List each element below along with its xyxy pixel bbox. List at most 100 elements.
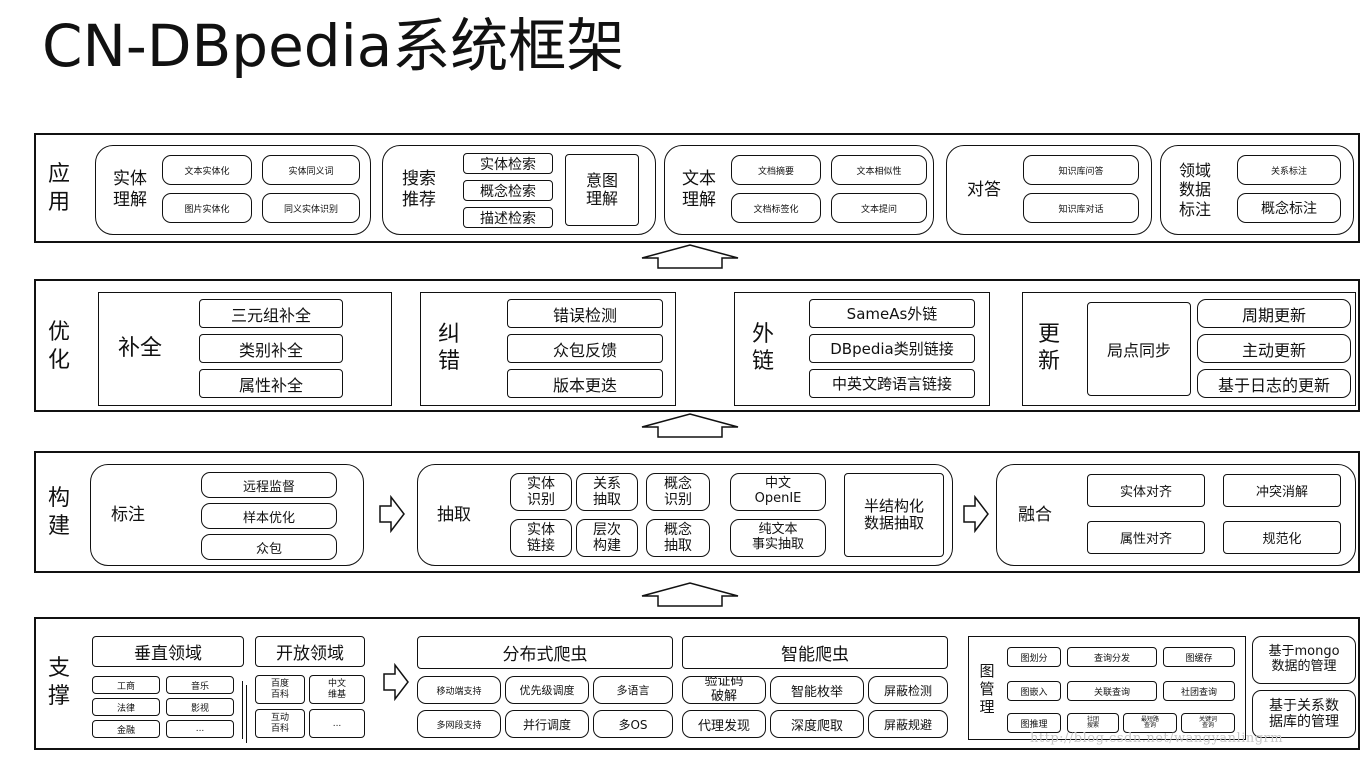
crawler-item: 移动端支持 [417, 676, 501, 704]
graph-item: 社团查询 [1163, 681, 1235, 701]
qa-item: 知识库问答 [1023, 155, 1139, 185]
arrow-right-icon [963, 495, 989, 533]
update-item: 基于日志的更新 [1197, 369, 1351, 398]
smart-crawler-item: 屏蔽检测 [868, 676, 948, 704]
group-external-link: 外 链 SameAs外链 DBpedia类别链接 中英文跨语言链接 [734, 292, 990, 406]
divider [246, 685, 247, 743]
graph-item: 关键词 查询 [1181, 713, 1235, 733]
divider [242, 681, 243, 739]
update-label: 更 新 [1037, 322, 1060, 374]
graph-management-label: 图 管 理 [979, 661, 995, 717]
crawler-item: 多OS [593, 710, 673, 738]
smart-crawler-item: 验证码 破解 [682, 676, 766, 704]
graph-item: 图嵌入 [1007, 681, 1061, 701]
extraction-item: 概念 抽取 [646, 519, 710, 557]
extraction-label: 抽取 [437, 504, 471, 525]
entity-item: 实体同义词 [262, 155, 360, 185]
group-fusion: 融合 实体对齐 冲突消解 属性对齐 规范化 [996, 464, 1356, 566]
open-domain-item: ... [309, 709, 365, 738]
link-item: SameAs外链 [809, 299, 975, 328]
open-domain-header: 开放领域 [255, 636, 365, 667]
vertical-domain-item: 金融 [92, 720, 160, 738]
smart-crawler-item: 深度爬取 [770, 710, 864, 738]
arrow-up-icon [641, 413, 739, 438]
layer-label-optimization: 优 化 [47, 320, 70, 373]
qa-item: 知识库对话 [1023, 193, 1139, 223]
group-entity-understanding: 实体 理解 文本实体化 实体同义词 图片实体化 同义实体识别 [95, 145, 371, 235]
crawler-item: 优先级调度 [505, 676, 589, 704]
entity-understanding-label: 实体 理解 [113, 169, 147, 210]
correction-item: 众包反馈 [507, 334, 663, 363]
extraction-item: 实体 链接 [510, 519, 572, 557]
link-item: DBpedia类别链接 [809, 334, 975, 363]
update-item: 周期更新 [1197, 299, 1351, 328]
annotation-label: 标注 [111, 504, 145, 525]
annotation-item: 众包 [201, 534, 337, 560]
crawler-item: 多语言 [593, 676, 673, 704]
extraction-item: 层次 构建 [576, 519, 638, 557]
group-extraction: 抽取 实体 识别 关系 抽取 概念 识别 实体 链接 层次 构建 概念 抽取 中… [417, 464, 953, 566]
layer-label-support: 支 撑 [47, 656, 70, 709]
graph-item: 图推理 [1007, 713, 1061, 733]
correction-item: 错误检测 [507, 299, 663, 328]
group-search-recommend: 搜索 推荐 实体检索 概念检索 描述检索 意图 理解 [382, 145, 656, 235]
group-completion: 补全 三元组补全 类别补全 属性补全 [98, 292, 392, 406]
graph-item: 图划分 [1007, 647, 1061, 667]
vertical-domain-item: 工商 [92, 676, 160, 694]
graph-item: 图缓存 [1163, 647, 1235, 667]
graph-item: 最短路 查询 [1123, 713, 1177, 733]
group-annotation: 标注 远程监督 样本优化 众包 [90, 464, 364, 566]
layer-support: 支 撑 垂直领域 工商 音乐 法律 影视 金融 ... 开放领域 百度 百科 中… [34, 617, 1360, 750]
extraction-item: 概念 识别 [646, 473, 710, 511]
vertical-domain-header: 垂直领域 [92, 636, 244, 667]
correction-item: 版本更迭 [507, 369, 663, 398]
fusion-item: 规范化 [1223, 521, 1341, 554]
mongo-management: 基于mongo 数据的管理 [1252, 636, 1356, 684]
text-item: 文本相似性 [831, 155, 927, 185]
group-domain-annotation: 领域 数据 标注 关系标注 概念标注 [1160, 145, 1354, 235]
page-title: CN-DBpedia系统框架 [42, 12, 625, 80]
arrow-up-icon [641, 582, 739, 607]
completion-label: 补全 [117, 335, 162, 361]
text-understanding-label: 文本 理解 [682, 169, 716, 210]
graph-item: 关联查询 [1067, 681, 1157, 701]
group-update: 更 新 局点同步 周期更新 主动更新 基于日志的更新 [1022, 292, 1356, 406]
graph-item: 社团 搜索 [1067, 713, 1119, 733]
open-domain-item: 中文 维基 [309, 675, 365, 704]
search-item: 概念检索 [463, 180, 553, 201]
group-graph-management: 图 管 理 图划分 查询分发 图缓存 图嵌入 关联查询 社团查询 图推理 社团 … [968, 636, 1246, 740]
annotation-item: 远程监督 [201, 472, 337, 498]
vertical-domain-item: 法律 [92, 698, 160, 716]
semi-structured-extraction: 半结构化 数据抽取 [844, 473, 944, 557]
group-qa: 对答 知识库问答 知识库对话 [946, 145, 1152, 235]
text-item: 文档摘要 [731, 155, 821, 185]
smart-crawler-item: 屏蔽规避 [868, 710, 948, 738]
entity-item: 图片实体化 [162, 193, 252, 223]
distributed-crawler-header: 分布式爬虫 [417, 636, 673, 669]
smart-crawler-header: 智能爬虫 [682, 636, 948, 669]
search-item: 实体检索 [463, 153, 553, 174]
local-sync: 局点同步 [1087, 302, 1191, 396]
smart-crawler-item: 代理发现 [682, 710, 766, 738]
search-recommend-label: 搜索 推荐 [402, 169, 436, 210]
rdb-management: 基于关系数 据库的管理 [1252, 690, 1356, 738]
completion-item: 属性补全 [199, 369, 343, 398]
arrow-right-icon [383, 663, 409, 701]
vertical-domain-item: ... [166, 720, 234, 738]
link-item: 中英文跨语言链接 [809, 369, 975, 398]
arrow-right-icon [379, 495, 405, 533]
fusion-label: 融合 [1018, 504, 1052, 525]
crawler-item: 并行调度 [505, 710, 589, 738]
vertical-domain-item: 影视 [166, 698, 234, 716]
arrow-up-icon [641, 244, 739, 269]
error-correction-label: 纠 错 [437, 322, 460, 374]
intent-understanding: 意图 理解 [565, 154, 639, 226]
extraction-item: 实体 识别 [510, 473, 572, 511]
text-item: 文本提问 [831, 193, 927, 223]
vertical-domain-item: 音乐 [166, 676, 234, 694]
qa-label: 对答 [967, 179, 1001, 200]
fusion-item: 实体对齐 [1087, 474, 1205, 507]
layer-construction: 构 建 标注 远程监督 样本优化 众包 抽取 实体 识别 关系 抽取 概念 识别… [34, 451, 1360, 573]
domain-item: 概念标注 [1237, 193, 1341, 223]
layer-application: 应 用 实体 理解 文本实体化 实体同义词 图片实体化 同义实体识别 搜索 推荐… [34, 133, 1360, 243]
